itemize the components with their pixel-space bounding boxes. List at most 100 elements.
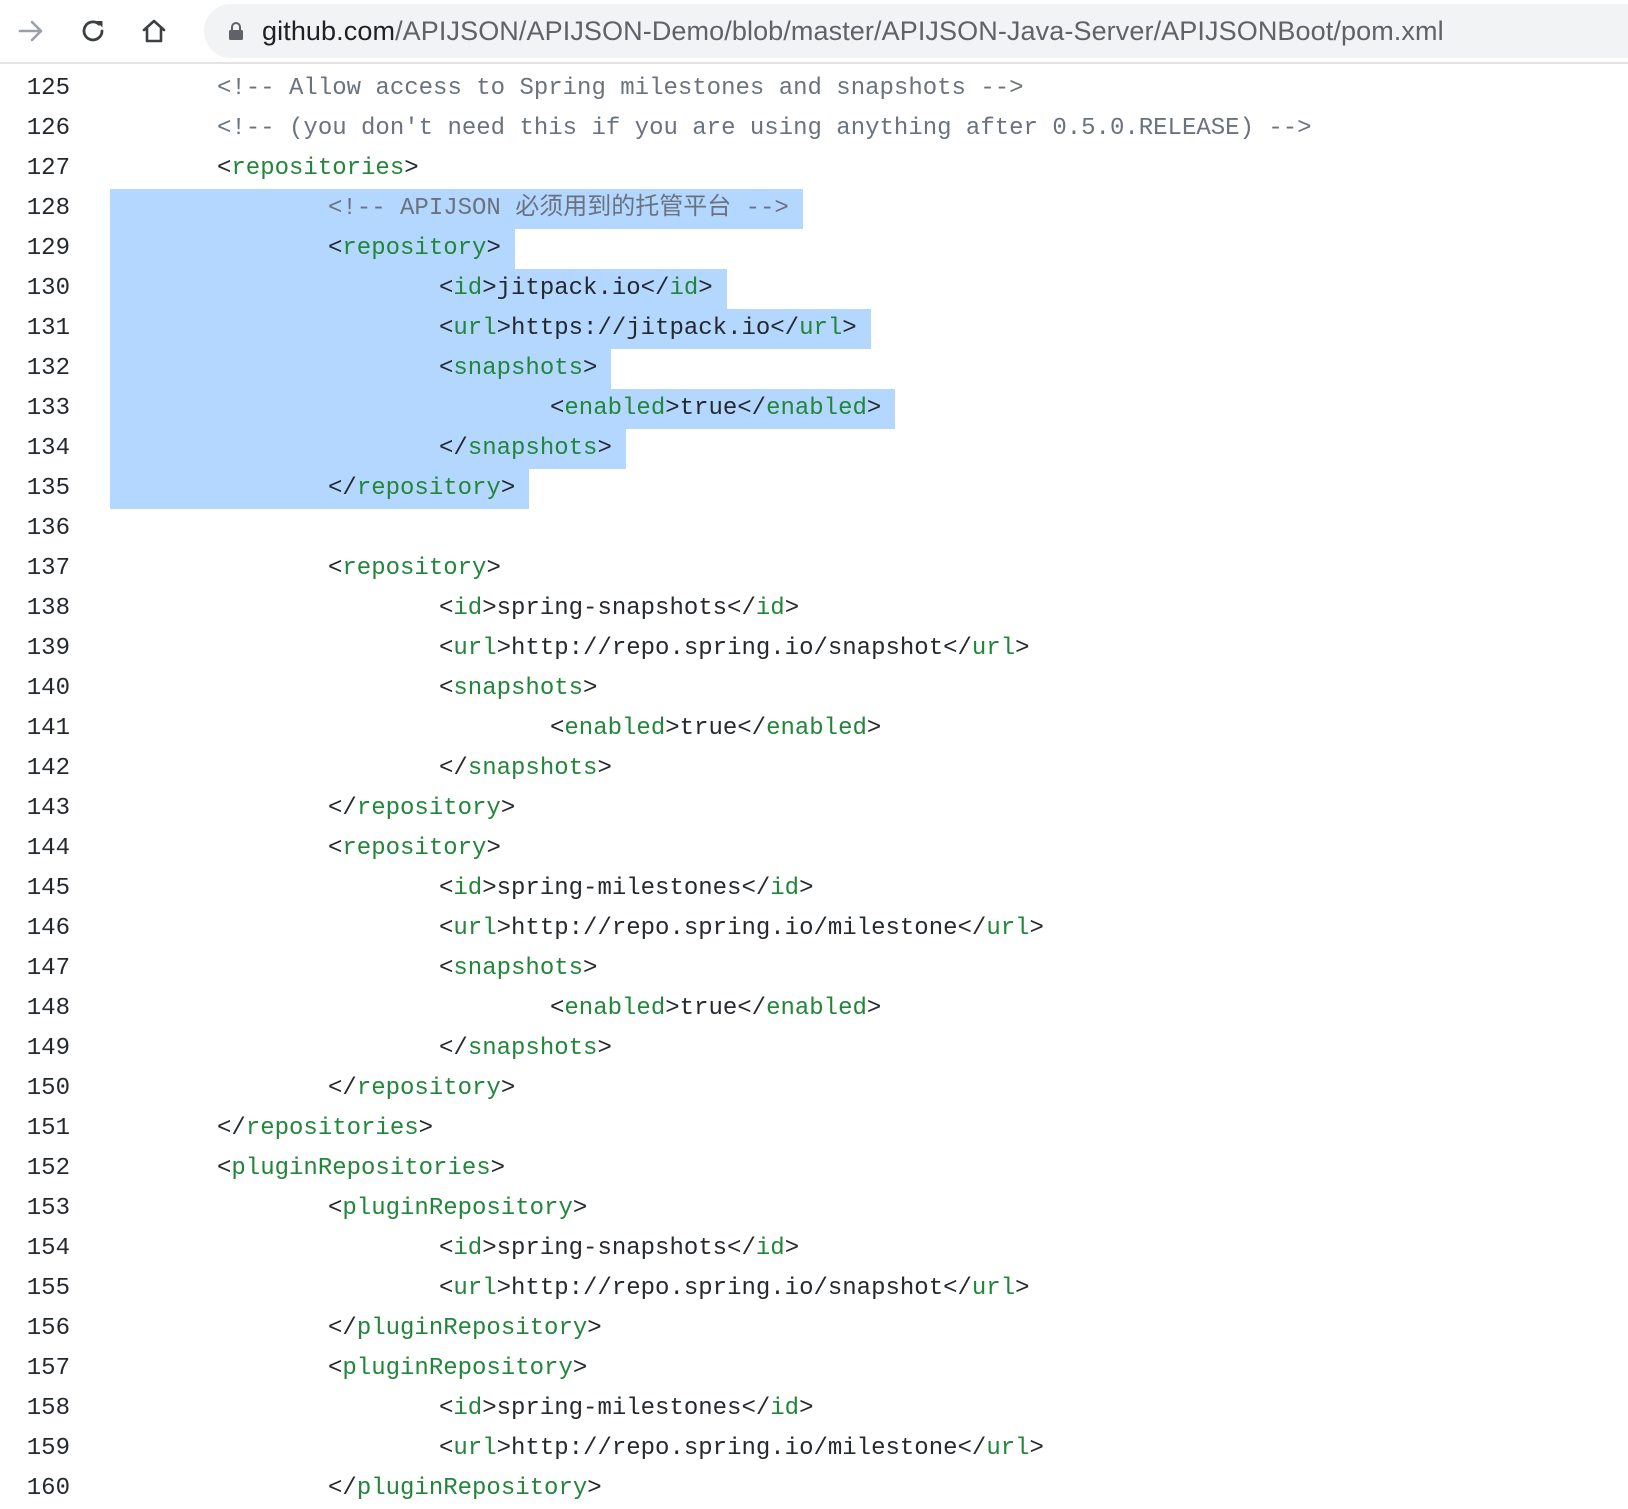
code-token: >: [866, 395, 882, 422]
line-number[interactable]: 126: [26, 115, 70, 142]
code-line: 127<repositories>: [0, 149, 1628, 189]
code-token: >: [572, 1355, 588, 1382]
code-token: >true</: [665, 395, 767, 422]
xml-tag-name: pluginRepositories: [231, 1155, 491, 1182]
line-number[interactable]: 147: [26, 955, 70, 982]
code-token: >: [799, 1395, 814, 1422]
line-number[interactable]: 159: [26, 1435, 70, 1462]
code-token: >: [866, 715, 882, 742]
xml-tag-name: id: [669, 275, 699, 302]
code-token: <: [439, 915, 454, 942]
code-token: <: [328, 835, 343, 862]
line-content: <url>http://repo.spring.io/milestone</ur…: [110, 909, 1044, 949]
line-number[interactable]: 149: [26, 1035, 70, 1062]
line-number[interactable]: 133: [26, 395, 70, 422]
line-number[interactable]: 143: [26, 795, 70, 822]
line-number[interactable]: 129: [26, 235, 70, 262]
url-text[interactable]: github.com/APIJSON/APIJSON-Demo/blob/mas…: [262, 16, 1444, 47]
code-token: <: [439, 675, 454, 702]
code-token: >: [486, 555, 501, 582]
line-number[interactable]: 155: [26, 1275, 70, 1302]
line-number[interactable]: 142: [26, 755, 70, 782]
code-token: >: [490, 1155, 506, 1182]
xml-tag-name: pluginRepository: [356, 1475, 588, 1502]
xml-tag-name: url: [453, 1275, 497, 1302]
line-number[interactable]: 135: [26, 475, 70, 502]
code-line: 135 </repository>: [0, 469, 1628, 509]
line-number[interactable]: 137: [26, 555, 70, 582]
line-number[interactable]: 145: [26, 875, 70, 902]
reload-icon[interactable]: [70, 8, 116, 54]
line-number[interactable]: 138: [26, 595, 70, 622]
line-number[interactable]: 146: [26, 915, 70, 942]
code-token: <: [439, 1435, 454, 1462]
address-bar[interactable]: github.com/APIJSON/APIJSON-Demo/blob/mas…: [204, 4, 1628, 58]
code-line: 154<id>spring-snapshots</id>: [0, 1229, 1628, 1269]
browser-toolbar: github.com/APIJSON/APIJSON-Demo/blob/mas…: [0, 0, 1628, 64]
xml-tag-name: pluginRepository: [356, 1315, 588, 1342]
code-line: 146 <url>http://repo.spring.io/milestone<…: [0, 909, 1628, 949]
line-number[interactable]: 151: [26, 1115, 70, 1142]
xml-tag-name: snapshots: [467, 755, 598, 782]
line-number[interactable]: 128: [26, 195, 70, 222]
xml-tag-name: pluginRepository: [342, 1355, 573, 1382]
line-number[interactable]: 152: [26, 1155, 70, 1182]
line-number[interactable]: 154: [26, 1235, 70, 1262]
line-number[interactable]: 148: [26, 995, 70, 1022]
code-token: >: [784, 595, 800, 622]
line-content: <snapshots>: [110, 949, 597, 989]
code-line: 129<repository>: [0, 229, 1628, 269]
lock-icon[interactable]: [228, 21, 244, 41]
code-line: 158 <id>spring-milestones</id>: [0, 1389, 1628, 1429]
code-line: 160</pluginRepository>: [0, 1469, 1628, 1509]
line-content: <id>jitpack.io</id>: [110, 269, 727, 309]
line-number[interactable]: 139: [26, 635, 70, 662]
line-number[interactable]: 125: [26, 75, 70, 102]
code-token: >: [1029, 915, 1044, 942]
code-token: >http://repo.spring.io/snapshot</: [496, 635, 972, 662]
line-number[interactable]: 130: [26, 275, 70, 302]
code-token: >: [583, 955, 598, 982]
line-number[interactable]: 131: [26, 315, 70, 342]
line-number[interactable]: 150: [26, 1075, 70, 1102]
code-token: >: [583, 675, 598, 702]
line-number[interactable]: 134: [26, 435, 70, 462]
code-view: 125<!-- Allow access to Spring milestone…: [0, 69, 1628, 1509]
code-token: <: [439, 1235, 454, 1262]
code-token: <: [439, 315, 454, 342]
line-number[interactable]: 141: [26, 715, 70, 742]
arrow-right-icon[interactable]: [8, 8, 54, 54]
line-number[interactable]: 156: [26, 1315, 70, 1342]
line-number[interactable]: 160: [26, 1475, 70, 1502]
line-content: </repository>: [110, 789, 515, 829]
xml-tag-name: enabled: [564, 395, 666, 422]
code-token: <: [439, 875, 454, 902]
xml-tag-name: repositories: [231, 155, 405, 182]
line-number[interactable]: 158: [26, 1395, 70, 1422]
line-content: </repository>: [110, 469, 530, 509]
line-number[interactable]: 140: [26, 675, 70, 702]
code-token: >true</: [665, 715, 767, 742]
line-number[interactable]: 153: [26, 1195, 70, 1222]
home-icon[interactable]: [131, 8, 177, 54]
code-line: 139<url>http://repo.spring.io/snapshot</…: [0, 629, 1628, 669]
xml-tag-name: url: [453, 1435, 497, 1462]
code-line: 130 <id>jitpack.io</id>: [0, 269, 1628, 309]
line-number[interactable]: 132: [26, 355, 70, 382]
code-token: >: [500, 1075, 516, 1102]
code-token: >spring-snapshots</: [482, 1235, 756, 1262]
xml-tag-name: repositories: [245, 1115, 419, 1142]
line-number[interactable]: 157: [26, 1355, 70, 1382]
code-token: >: [486, 235, 501, 262]
code-token: >true</: [665, 995, 767, 1022]
line-number[interactable]: 136: [26, 515, 70, 542]
code-line: 149</snapshots>: [0, 1029, 1628, 1069]
code-token: <: [439, 1275, 454, 1302]
line-content: <id>spring-milestones</id>: [110, 1389, 813, 1429]
code-token: >: [698, 275, 713, 302]
code-line: 150</repository>: [0, 1069, 1628, 1109]
code-token: >: [587, 1315, 602, 1342]
code-line: 145<id>spring-milestones</id>: [0, 869, 1628, 909]
line-number[interactable]: 127: [26, 155, 70, 182]
line-number[interactable]: 144: [26, 835, 70, 862]
